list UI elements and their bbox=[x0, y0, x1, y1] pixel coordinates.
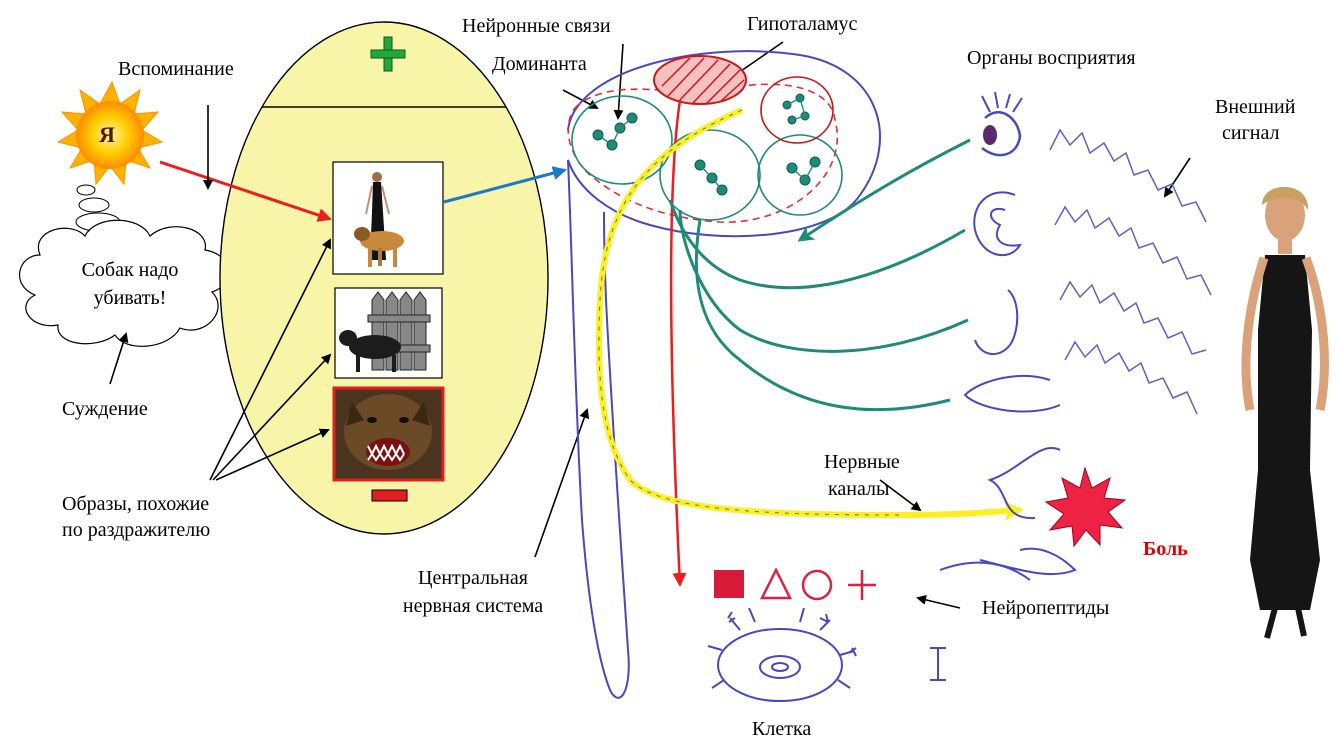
tongue-icon bbox=[965, 376, 1060, 412]
neuron-links bbox=[598, 98, 815, 190]
image-dog-behind-fence bbox=[335, 288, 442, 378]
pain-label: Боль bbox=[1143, 537, 1188, 561]
neuron-nodes bbox=[593, 94, 820, 195]
ear-icon bbox=[974, 192, 1020, 255]
image-angry-dog bbox=[334, 388, 443, 480]
judgement-cloud bbox=[20, 220, 229, 346]
hypothalamus-label: Гипоталамус bbox=[747, 12, 857, 36]
nose-icon bbox=[975, 290, 1017, 354]
neural-links-label: Нейронные связи bbox=[462, 14, 611, 38]
judgement-label: Суждение bbox=[62, 397, 148, 421]
cloud-text-line2: убивать! bbox=[60, 286, 200, 310]
image-woman-with-dog bbox=[333, 162, 443, 274]
cns-label-line1: Центральная bbox=[378, 566, 568, 590]
neuropeptides-label: Нейропептиды bbox=[982, 596, 1109, 620]
images-label-line1: Образы, похожие bbox=[62, 492, 209, 516]
self-label: Я bbox=[99, 122, 115, 148]
woman-photo bbox=[1246, 187, 1324, 638]
nerve-channels-line2: каналы bbox=[828, 477, 889, 501]
external-signal-line1: Внешний bbox=[1215, 95, 1295, 119]
eye-icon bbox=[982, 92, 1022, 155]
cell-icon bbox=[708, 608, 946, 701]
minus-icon bbox=[372, 490, 407, 501]
external-signal-line2: сигнал bbox=[1222, 121, 1280, 145]
hypothalamus-red-arrow bbox=[671, 100, 680, 585]
pain-star-icon bbox=[1046, 468, 1125, 546]
recall-label: Вспоминание bbox=[118, 57, 234, 81]
perception-organs-label: Органы восприятия bbox=[967, 46, 1136, 70]
cell-label: Клетка bbox=[752, 717, 811, 741]
external-signal-waves bbox=[1050, 130, 1211, 414]
images-label-line2: по раздражителю bbox=[62, 518, 210, 542]
hypothalamus bbox=[654, 56, 746, 104]
cns-label-line2: нервная система bbox=[378, 594, 568, 618]
cloud-text-line1: Собак надо bbox=[60, 258, 200, 282]
dominant-label: Доминанта bbox=[492, 52, 587, 76]
neuropeptide-symbols bbox=[714, 570, 876, 600]
nerve-channels-line1: Нервные bbox=[824, 450, 900, 474]
